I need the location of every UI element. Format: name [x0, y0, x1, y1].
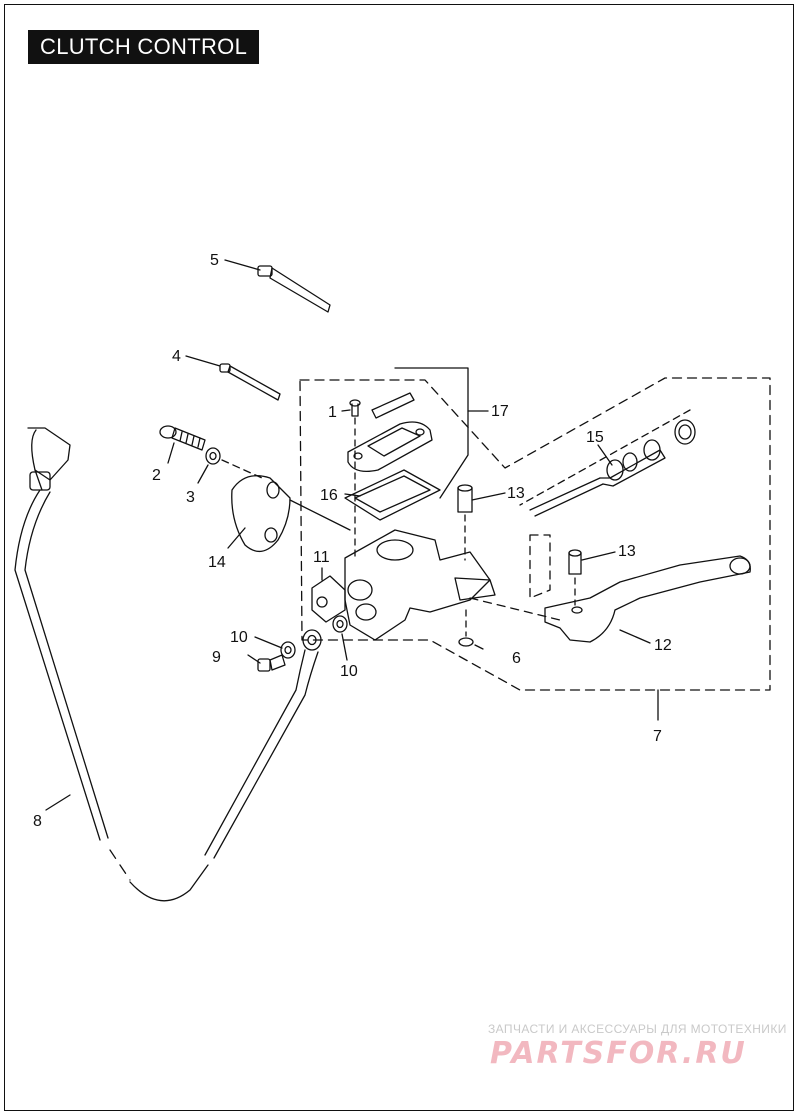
gasket-16 — [344, 469, 441, 521]
diagram-title: CLUTCH CONTROL — [28, 30, 260, 64]
switch-11 — [311, 575, 346, 623]
callout-10-right: 10 — [340, 663, 358, 680]
clamp-14 — [231, 475, 291, 552]
callout-8: 8 — [33, 813, 42, 830]
callout-4: 4 — [172, 348, 181, 365]
callout-6: 6 — [512, 650, 521, 667]
clutch-lever-12 — [544, 555, 751, 643]
callout-12: 12 — [654, 637, 672, 654]
callout-17: 17 — [491, 403, 509, 420]
nut-6 — [458, 609, 474, 647]
piston-spring-15 — [519, 409, 696, 517]
callout-3: 3 — [186, 489, 195, 506]
callout-13-upper: 13 — [507, 485, 525, 502]
callout-7: 7 — [653, 728, 662, 745]
cable-strap-5 — [257, 265, 331, 313]
callout-16: 16 — [320, 487, 338, 504]
banjo-fitting — [302, 629, 322, 651]
callout-5: 5 — [210, 252, 219, 269]
washer-10-left — [280, 641, 296, 659]
pivot-pin-13-lower — [568, 549, 582, 606]
lever-dashed-boundary — [529, 534, 551, 599]
watermark-tagline: ЗАПЧАСТИ И АКСЕССУАРЫ ДЛЯ МОТОТЕХНИКИ — [488, 1022, 787, 1036]
banjo-bolt-9 — [257, 654, 286, 672]
callout-14: 14 — [208, 554, 226, 571]
sight-glass-strip — [371, 392, 415, 419]
callout-13-lower: 13 — [618, 543, 636, 560]
cable-strap-4 — [219, 363, 281, 401]
master-cylinder-body — [344, 529, 496, 641]
callout-15: 15 — [586, 429, 604, 446]
reservoir-cover — [347, 421, 433, 473]
callout-10-left: 10 — [230, 629, 248, 646]
callout-1: 1 — [328, 404, 337, 421]
callout-2: 2 — [152, 467, 161, 484]
callout-11: 11 — [313, 549, 330, 566]
screw-2 — [159, 425, 206, 451]
clutch-hose-8 — [14, 427, 319, 902]
washer-10-right — [332, 615, 348, 633]
watermark-brand: PARTSFOR.RU — [490, 1036, 747, 1071]
screw-1 — [349, 399, 361, 561]
assembly-7-boundary — [299, 377, 771, 691]
washer-3 — [205, 447, 221, 465]
pivot-pin-13-upper — [457, 484, 473, 561]
callout-9: 9 — [212, 649, 221, 666]
page-frame — [4, 4, 794, 1111]
